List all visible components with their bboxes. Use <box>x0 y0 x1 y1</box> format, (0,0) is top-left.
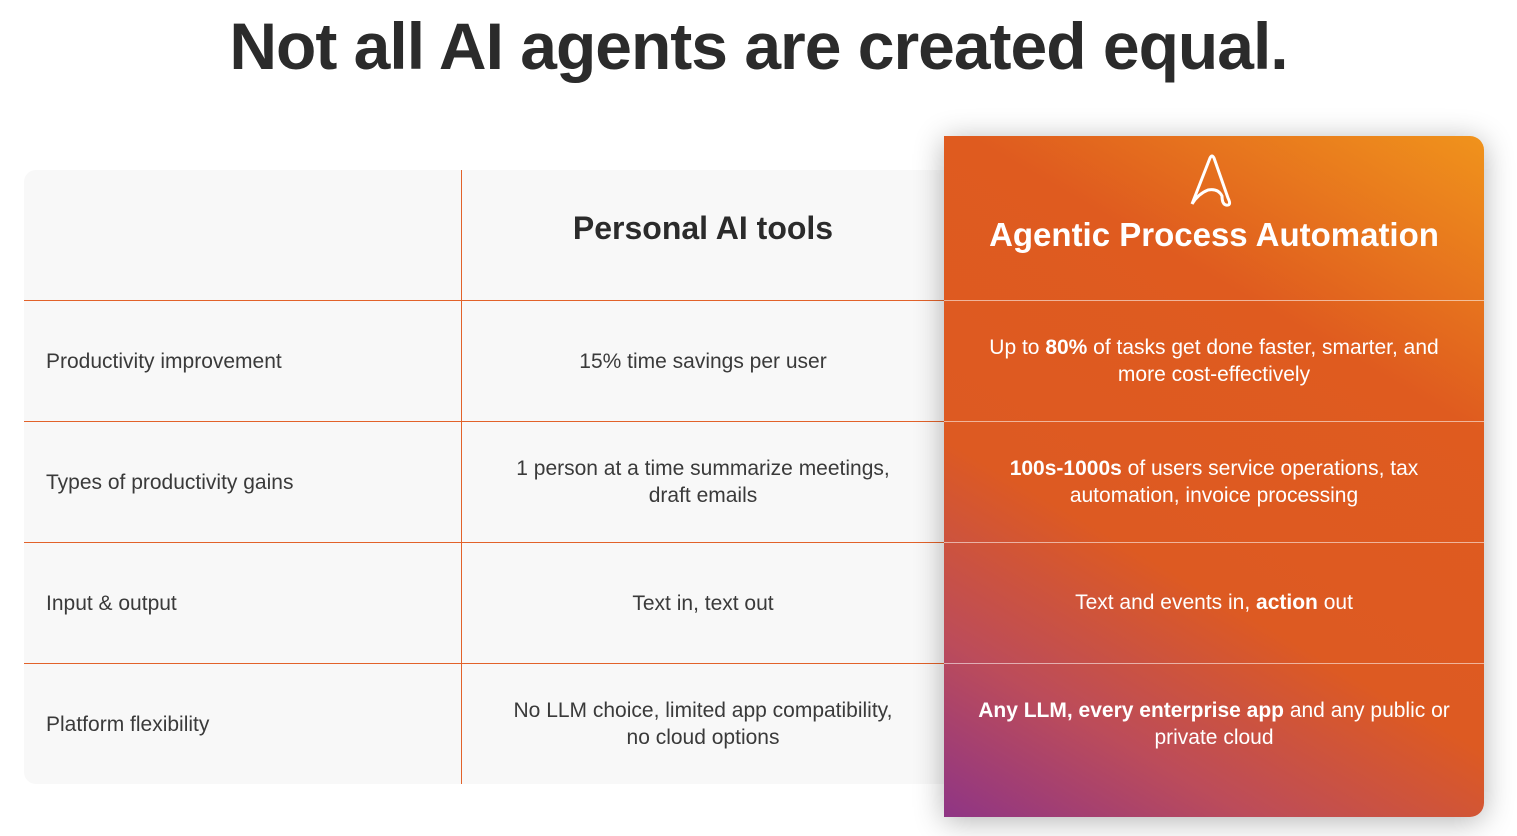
apa-cell: Text and events in, action out <box>944 542 1484 663</box>
personal-cell: 15% time savings per user <box>579 349 827 373</box>
emphasis-text: Any LLM, every enterprise app <box>978 698 1284 722</box>
cell-text: out <box>1317 591 1353 614</box>
apa-cell-text: Any LLM, every enterprise app and any pu… <box>966 697 1462 751</box>
apa-cell: Any LLM, every enterprise app and any pu… <box>944 663 1484 784</box>
row-divider <box>24 663 944 664</box>
row-divider <box>944 300 1484 301</box>
cell-text: of users service operations, tax automat… <box>1069 456 1419 507</box>
row-label: Productivity improvement <box>46 349 282 373</box>
row-divider <box>944 663 1484 664</box>
apa-cell: Up to 80% of tasks get done faster, smar… <box>944 300 1484 421</box>
cell-text: Text and events in, <box>1075 591 1257 614</box>
emphasis-text: action <box>1256 591 1318 614</box>
row-divider <box>944 421 1484 422</box>
cell-text: of tasks get done faster, smarter, and m… <box>1087 335 1439 386</box>
cell-text: Up to <box>989 335 1046 359</box>
cell-text: and any public or private cloud <box>1154 698 1450 749</box>
row-label: Platform flexibility <box>46 712 210 736</box>
emphasis-text: 80% <box>1045 335 1088 359</box>
apa-cell: 100s-1000s of users service operations, … <box>944 421 1484 542</box>
apa-column-card: Agentic Process Automation Up to 80% of … <box>944 136 1484 817</box>
column-divider <box>461 170 462 784</box>
column-header-apa: Agentic Process Automation <box>989 216 1439 253</box>
automation-anywhere-logo-icon <box>1190 154 1232 207</box>
personal-cell: 1 person at a time summarize meetings, d… <box>516 457 890 507</box>
row-divider <box>24 542 944 543</box>
row-label: Types of productivity gains <box>46 470 294 494</box>
personal-cell: Text in, text out <box>632 591 774 615</box>
apa-cell-text: Up to 80% of tasks get done faster, smar… <box>966 334 1462 388</box>
comparison-table: Personal AI tools Productivity improveme… <box>24 170 944 784</box>
emphasis-text: 100s-1000s <box>1009 456 1122 480</box>
row-divider <box>24 421 944 422</box>
row-divider <box>944 542 1484 543</box>
apa-cell-text: Text and events in, action out <box>1075 589 1353 616</box>
personal-cell: No LLM choice, limited app compatibility… <box>513 699 893 749</box>
row-label: Input & output <box>46 591 177 615</box>
row-divider <box>24 300 944 301</box>
column-header-personal: Personal AI tools <box>572 210 834 246</box>
page-title: Not all AI agents are created equal. <box>229 9 1288 83</box>
apa-cell-text: 100s-1000s of users service operations, … <box>966 455 1462 509</box>
